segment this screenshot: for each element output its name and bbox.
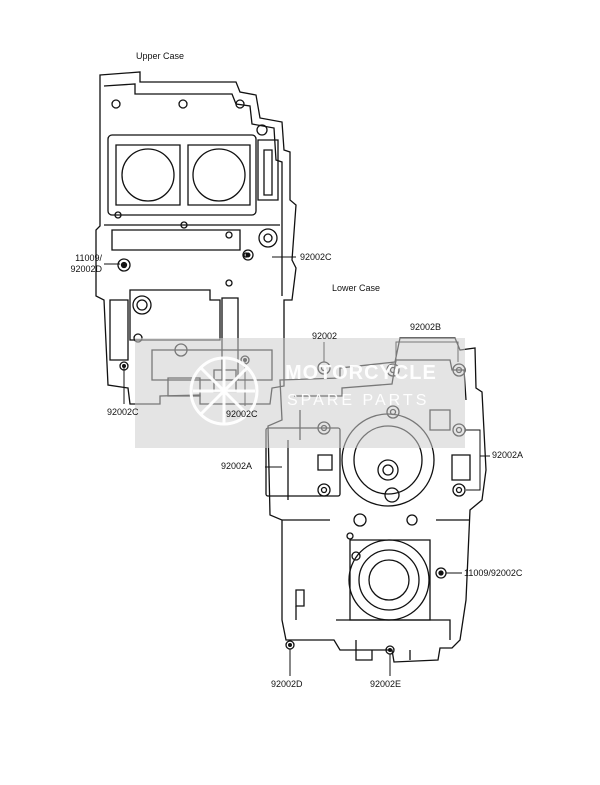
callout-lower-top-right: 92002B — [410, 322, 442, 332]
callout-upper-bottom-right: 92002C — [226, 409, 258, 419]
watermark: MOTORCYCLE SPARE PARTS — [135, 338, 465, 448]
callout-lower-right: 92002A — [492, 450, 524, 460]
upper-case-title: Upper Case — [136, 51, 185, 61]
callout-lower-bottom-left: 92002D — [271, 679, 303, 689]
callout-upper-bottom-left: 92002C — [107, 407, 139, 417]
watermark-line1: MOTORCYCLE — [285, 362, 437, 384]
callout-lower-right-low: 11009/92002C — [464, 568, 523, 578]
callout-lower-left: 92002A — [221, 461, 253, 471]
callout-upper-right-top: 92002C — [300, 252, 332, 262]
callout-upper-left-dowel: 11009/ 92002D — [70, 253, 102, 274]
callout-lower-bottom-center: 92002E — [370, 679, 402, 689]
watermark-logo-icon — [189, 356, 259, 426]
leader-lines — [104, 256, 490, 676]
lower-case-title: Lower Case — [332, 283, 381, 293]
callout-lower-top-center: 92002 — [312, 331, 338, 341]
watermark-line2: SPARE PARTS — [287, 392, 430, 409]
